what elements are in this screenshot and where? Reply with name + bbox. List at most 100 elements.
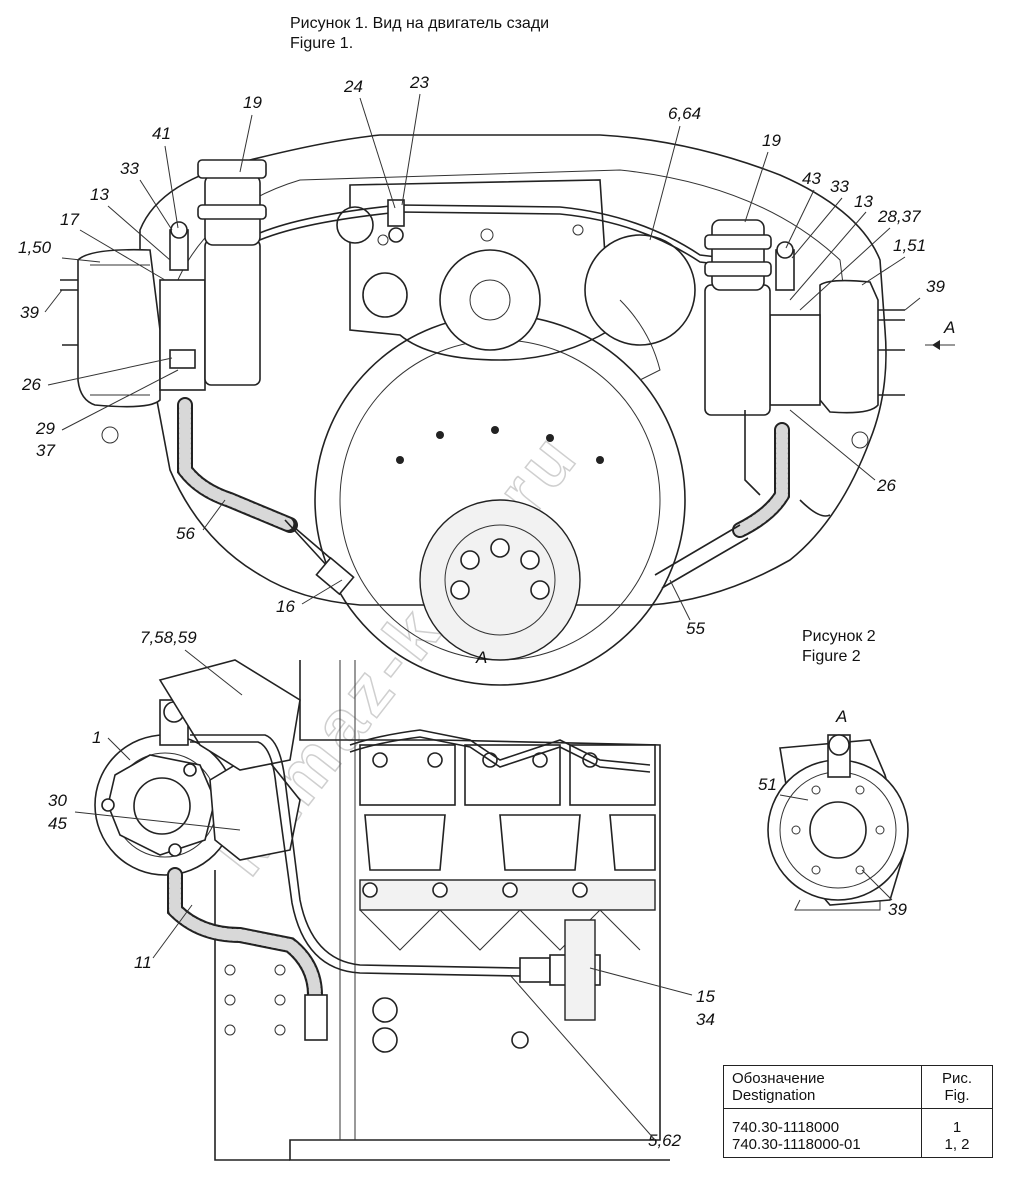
oil-pipe-top-2 [254, 211, 761, 270]
clamp-bolt-24 [388, 227, 404, 243]
label-a-view: A [835, 707, 847, 726]
label-39-left: 39 [20, 303, 39, 322]
label-19-right: 19 [762, 131, 781, 150]
label-1-51: 1,51 [893, 236, 926, 255]
left-turbocharger [60, 159, 267, 444]
oil-filler-inner [469, 279, 511, 321]
right-drain-tube [654, 524, 749, 589]
row-1-fig: 1 [952, 1119, 962, 1136]
label-17: 17 [60, 210, 79, 229]
label-56: 56 [176, 524, 195, 543]
label-43: 43 [802, 169, 821, 188]
center-bolt [480, 228, 494, 242]
cover-bolt-1 [377, 234, 389, 246]
cylinder-head-3 [569, 744, 656, 806]
oil-supply-pipe-2 [190, 741, 521, 977]
table-fig-body: 1 1, 2 [921, 1108, 993, 1158]
label-11: 11 [134, 953, 152, 972]
label-13-left: 13 [90, 185, 109, 204]
flywheel-housing [139, 134, 887, 606]
label-26-left: 26 [21, 375, 41, 394]
view-a-detail [767, 734, 909, 911]
label-13-right: 13 [854, 192, 873, 211]
left-boss [362, 272, 408, 318]
injector-row-2 [499, 814, 581, 871]
row-2-designation: 740.30-1118000-01 [732, 1136, 861, 1153]
hub-ring [444, 524, 556, 636]
label-16: 16 [276, 597, 295, 616]
label-1-50: 1,50 [18, 238, 52, 257]
label-23: 23 [409, 73, 429, 92]
oil-supply-pipe [190, 734, 521, 969]
table-row: 740.30-1118000 740.30-1118000-01 1 1, 2 [723, 1108, 993, 1158]
engine-block [289, 660, 670, 1161]
figure1-title-ru: Рисунок 1. Вид на двигатель сзади [290, 15, 550, 32]
table-cells-body: 740.30-1118000 740.30-1118000-01 [723, 1108, 922, 1158]
header-fig: Рис. Fig. [921, 1065, 993, 1109]
label-28-37: 28,37 [877, 207, 921, 226]
row-1-designation: 740.30-1118000 [732, 1119, 840, 1136]
label-29: 29 [35, 419, 55, 438]
flywheel-hub [419, 499, 581, 661]
exhaust-elbow [158, 659, 301, 771]
label-1: 1 [92, 728, 101, 747]
injector-row-1 [364, 814, 446, 871]
label-34: 34 [696, 1010, 715, 1029]
hub-bolts [450, 538, 550, 600]
label-39-right: 39 [926, 277, 945, 296]
label-19-left: 19 [243, 93, 262, 112]
label-a-fig2: A [475, 648, 487, 667]
figure1-labels: 41 19 24 23 6,64 19 33 13 17 1,50 39 26 … [18, 73, 955, 638]
figure2-caption: Рисунок 2 Figure 2 [802, 627, 876, 667]
pump-drive [584, 234, 696, 346]
cover-bolt-2 [572, 224, 584, 236]
fuel-line-rail-2 [349, 736, 651, 773]
detail-bore [809, 801, 867, 859]
drain-tube-fig2 [304, 994, 328, 1041]
block-left-edge [214, 870, 290, 1161]
oil-pipe-top [254, 204, 761, 263]
row-2-fig: 1, 2 [944, 1136, 970, 1153]
label-a-arrow: A [943, 318, 955, 337]
figure2-side-view [94, 659, 670, 1161]
cylinder-head-1 [359, 744, 456, 806]
pipe-union [519, 957, 551, 983]
flange-bolt-2 [183, 763, 197, 777]
figure1-caption: Рисунок 1. Вид на двигатель сзади Figure… [290, 14, 549, 54]
detail-bolt-holes [791, 785, 885, 875]
detail-fitting-nut [828, 734, 850, 756]
figure2-title-en: Figure 2 [802, 648, 861, 665]
label-7-58-59: 7,58,59 [140, 628, 197, 647]
label-45: 45 [48, 814, 67, 833]
label-6-64: 6,64 [668, 104, 701, 123]
label-33-left: 33 [120, 159, 139, 178]
label-5-62: 5,62 [648, 1131, 682, 1150]
right-turbocharger [704, 219, 905, 449]
label-30: 30 [48, 791, 67, 810]
figure2-labels: 7,58,59 A 1 30 45 11 15 34 5,62 [48, 628, 715, 1150]
label-51: 51 [758, 775, 777, 794]
block-brace [359, 909, 641, 951]
union-bracket [564, 919, 596, 1021]
figure1-engine-view [60, 134, 905, 686]
fuel-line-rail [349, 729, 651, 766]
flange-bolt-1 [101, 798, 115, 812]
header-designation: Обозначение Destignation [723, 1065, 922, 1109]
designation-table: Обозначение Destignation Рис. Fig. 740.3… [723, 1065, 993, 1158]
injector-row-3 [609, 814, 656, 871]
right-return-pipe [744, 410, 761, 496]
figure1-title-en: Figure 1. [290, 35, 354, 52]
figure2-leaders [74, 649, 693, 1141]
gear-cover [349, 179, 611, 361]
flange-bolt-3 [168, 843, 182, 857]
flywheel-bolt-circle [396, 426, 604, 464]
pipe-clamp-24 [387, 199, 405, 227]
turbo-outlet [133, 777, 191, 835]
figure1-leaders [44, 93, 955, 621]
label-39-detail: 39 [888, 900, 907, 919]
label-24: 24 [343, 77, 363, 96]
table-header-row: Обозначение Destignation Рис. Fig. [723, 1065, 993, 1109]
oil-filler-cap [439, 249, 541, 351]
label-26-right: 26 [876, 476, 896, 495]
